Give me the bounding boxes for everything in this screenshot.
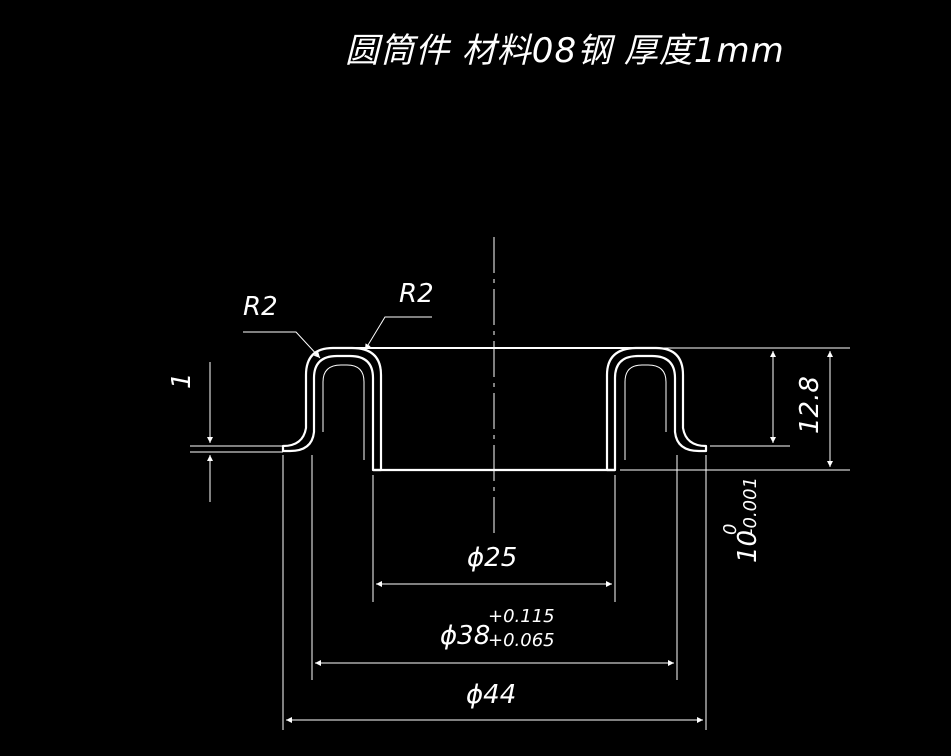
label-height-flange-lower-tol: -0.001 <box>740 477 761 535</box>
label-height-flange-upper-tol: 0 <box>720 524 741 535</box>
part-profile <box>281 346 708 472</box>
drawing-title: 圆筒件 材料08钢 厚度1mm <box>345 31 785 71</box>
leader-r2-right <box>364 316 432 351</box>
label-d38: ϕ38 <box>440 621 490 651</box>
label-d44: ϕ44 <box>466 680 516 710</box>
label-height-flange: 10 <box>733 530 763 563</box>
label-r2-right: R2 <box>399 279 434 309</box>
label-d25: ϕ25 <box>467 543 517 573</box>
label-d38-lower-tol: +0.065 <box>488 630 555 651</box>
label-d38-upper-tol: +0.115 <box>488 606 555 627</box>
label-height-flange-group: 10 0 -0.001 <box>720 477 763 563</box>
left-inner-arc <box>322 364 365 460</box>
extension-lines-horizontal <box>190 347 850 471</box>
label-r2-left: R2 <box>243 292 278 322</box>
label-height-total: 12.8 <box>795 376 825 434</box>
extension-lines-vertical <box>282 455 707 730</box>
right-inner-arc <box>624 364 667 460</box>
leader-r2-left <box>243 331 321 359</box>
label-thickness: 1 <box>167 372 197 389</box>
